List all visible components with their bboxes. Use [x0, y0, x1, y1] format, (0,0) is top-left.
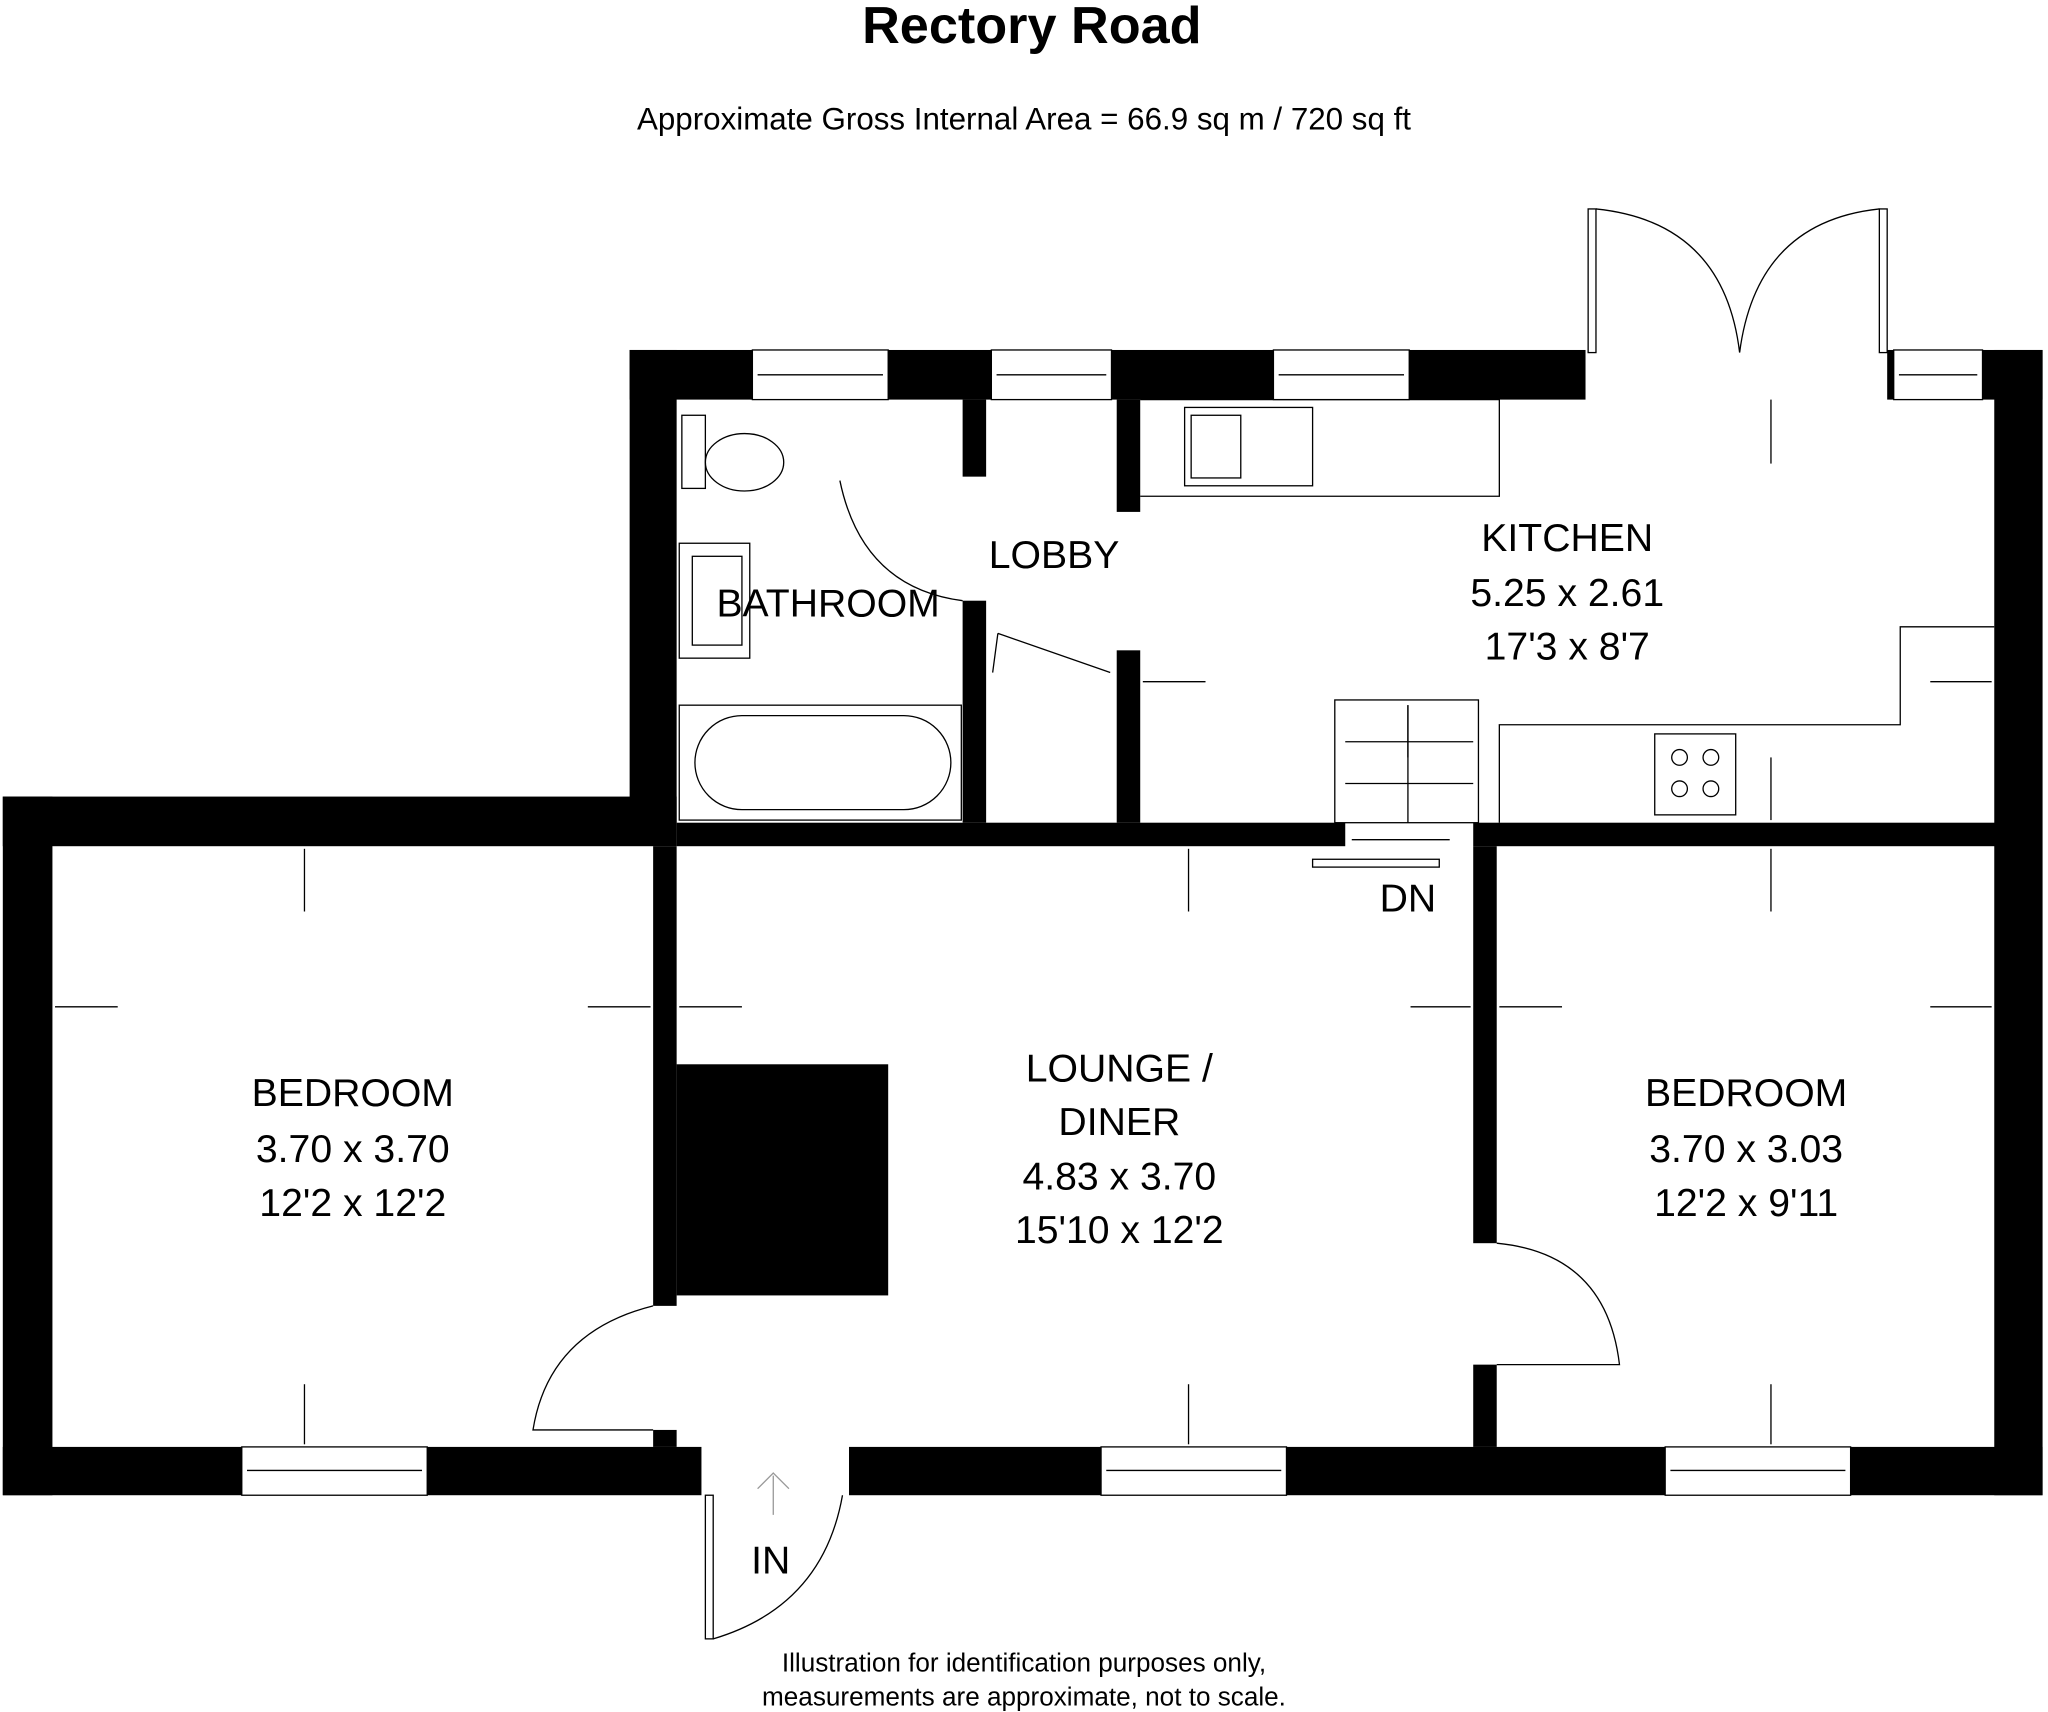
lounge-metric: 4.83 x 3.70	[1022, 1156, 1216, 1199]
bedroom-right-metric: 3.70 x 3.03	[1649, 1128, 1843, 1171]
kitchen-metric: 5.25 x 2.61	[1470, 572, 1664, 615]
stairs-down-label: DN	[1380, 877, 1437, 920]
lounge-imperial: 15'10 x 12'2	[1015, 1209, 1224, 1252]
area-summary: Approximate Gross Internal Area = 66.9 s…	[637, 101, 1411, 136]
walls	[2, 349, 2043, 1496]
bedroom-left-metric: 3.70 x 3.70	[256, 1128, 450, 1171]
lounge-name-1: LOUNGE /	[1026, 1047, 1213, 1090]
doors	[532, 208, 1888, 1640]
bathroom-name: BATHROOM	[716, 582, 939, 625]
lobby-name: LOBBY	[989, 534, 1120, 577]
fixtures	[678, 398, 1995, 868]
entrance-label: IN	[751, 1540, 790, 1583]
bedroom-right-name: BEDROOM	[1645, 1072, 1847, 1115]
footer-line-1: Illustration for identification purposes…	[782, 1648, 1266, 1678]
lounge-name-2: DINER	[1058, 1101, 1180, 1144]
windows	[241, 349, 1984, 1496]
bedroom-left-name: BEDROOM	[252, 1072, 454, 1115]
kitchen-imperial: 17'3 x 8'7	[1485, 625, 1650, 668]
dimension-arrows	[55, 399, 1992, 1515]
bedroom-right-imperial: 12'2 x 9'11	[1654, 1182, 1838, 1225]
plan-title: Rectory Road	[862, 0, 1201, 55]
bedroom-left-imperial: 12'2 x 12'2	[259, 1182, 446, 1225]
kitchen-name: KITCHEN	[1481, 517, 1653, 560]
footer-line-2: measurements are approximate, not to sca…	[762, 1681, 1286, 1711]
